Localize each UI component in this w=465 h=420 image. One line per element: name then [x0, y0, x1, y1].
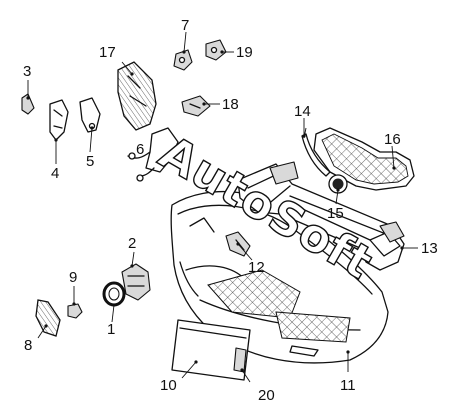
clip-3 [21, 93, 35, 115]
callout-6: 6 [136, 141, 144, 158]
lamp-socket-2 [121, 263, 151, 301]
callout-15: 15 [327, 205, 344, 222]
callout-11: 11 [340, 377, 356, 394]
nut-9 [67, 303, 83, 319]
seal-ring-1 [102, 281, 126, 307]
wiring-bracket [127, 127, 179, 182]
clip-19 [205, 39, 227, 61]
callout-10: 10 [160, 377, 177, 394]
callout-1: 1 [107, 321, 115, 338]
bracket-18 [181, 95, 211, 117]
side-marker-8 [35, 299, 61, 337]
callout-19: 19 [236, 44, 253, 61]
fog-lamp [328, 174, 348, 194]
license-plate-bracket [171, 319, 251, 381]
callout-16: 16 [384, 131, 401, 148]
callout-numbers: 1 2 3 4 5 6 7 8 9 10 11 12 13 14 15 16 1… [23, 17, 438, 404]
clip-7 [173, 49, 193, 71]
bracket-5 [79, 97, 101, 133]
callout-5: 5 [86, 153, 94, 170]
callout-3: 3 [23, 63, 31, 80]
bracket-4 [49, 99, 69, 141]
bumper-beam [237, 161, 405, 271]
callout-4: 4 [51, 165, 59, 182]
leader-lines [26, 31, 418, 383]
side-bracket-17 [117, 61, 157, 131]
callout-14: 14 [294, 103, 311, 120]
callout-2: 2 [128, 235, 136, 252]
callout-8: 8 [24, 337, 32, 354]
callout-20: 20 [258, 387, 275, 404]
callout-7: 7 [181, 17, 189, 34]
callout-18: 18 [222, 96, 239, 113]
callout-9: 9 [69, 269, 77, 286]
callout-12: 12 [248, 259, 265, 276]
bumper-cover [170, 190, 389, 364]
callout-17: 17 [99, 44, 116, 61]
callout-13: 13 [421, 240, 438, 257]
